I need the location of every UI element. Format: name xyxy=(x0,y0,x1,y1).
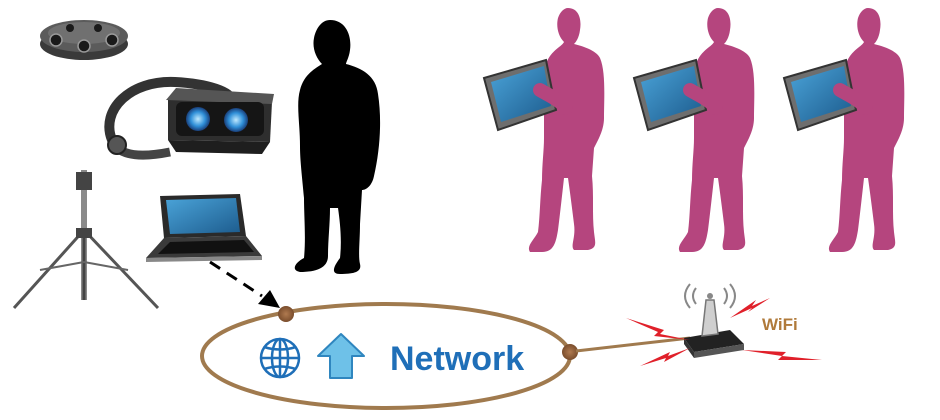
network-ring xyxy=(200,302,578,410)
360-camera-icon xyxy=(12,20,160,310)
network-label: Network xyxy=(390,340,524,378)
lightning-bolts xyxy=(626,298,822,366)
audience-person-2 xyxy=(633,8,755,252)
network-router-link xyxy=(575,336,691,353)
viewer-silhouette xyxy=(294,20,381,274)
wifi-router-icon xyxy=(684,283,744,358)
upload-arrow-icon xyxy=(317,333,365,379)
wifi-label: WiFi xyxy=(762,315,798,334)
laptop-icon xyxy=(146,194,262,262)
laptop-network-link xyxy=(209,260,280,308)
vr-headset-icon xyxy=(104,76,274,160)
audience-person-1 xyxy=(483,8,605,252)
audience-person-3 xyxy=(783,8,905,252)
globe-icon xyxy=(259,337,301,379)
